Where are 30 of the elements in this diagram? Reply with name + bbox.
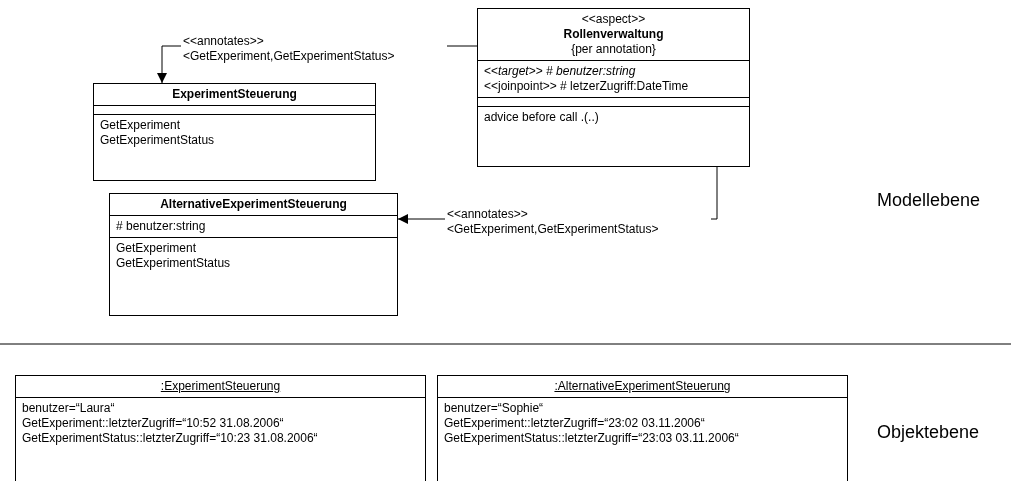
- attribute-text: <<target>> # benutzer:string: [484, 64, 636, 79]
- attribute-value: GetExperimentStatus::letzterZugriff=“23:03 03.11.2006“: [444, 431, 739, 446]
- attribute-value: GetExperiment::letzterZugriff=“10:52 31.08.2006“: [22, 416, 284, 431]
- attribute-value: benutzer=“Sophie“: [444, 401, 544, 416]
- class-name: ExperimentSteuerung: [172, 87, 297, 102]
- edge-label: <<annotates>> <GetExperiment,GetExperimentStatus>: [181, 34, 447, 64]
- attribute-value: GetExperimentStatus::letzterZugriff=“10:23 31.08.2006“: [22, 431, 318, 446]
- level-label: Objektebene: [877, 422, 980, 443]
- method-name: GetExperimentStatus: [100, 133, 215, 148]
- object-name: :ExperimentSteuerung: [160, 379, 281, 394]
- object-box: [437, 375, 848, 481]
- class-name: Rollenverwaltung: [563, 27, 664, 42]
- tagged-value: {per annotation}: [571, 42, 656, 57]
- class-name: AlternativeExperimentSteuerung: [160, 197, 347, 212]
- class-box: [93, 83, 376, 181]
- method-name: GetExperiment: [100, 118, 181, 133]
- object-box: [15, 375, 426, 481]
- object-name: :AlternativeExperimentSteuerung: [554, 379, 731, 394]
- attribute-text: # benutzer:string: [116, 219, 206, 234]
- attribute-value: benutzer=“Laura“: [22, 401, 115, 416]
- advice-text: advice before call .(..): [484, 110, 599, 125]
- edge-label: <<annotates>> <GetExperiment,GetExperimentStatus>: [445, 207, 711, 237]
- stereotype-label: <<aspect>>: [581, 12, 646, 27]
- class-box: [477, 8, 750, 167]
- method-name: GetExperiment: [116, 241, 197, 256]
- class-box: [109, 193, 398, 316]
- level-label: Modellebene: [877, 190, 981, 211]
- attribute-value: GetExperiment::letzterZugriff=“23:02 03.11.2006“: [444, 416, 705, 431]
- method-name: GetExperimentStatus: [116, 256, 231, 271]
- attribute-text: <<joinpoint>> # letzerZugriff:DateTime: [484, 79, 689, 94]
